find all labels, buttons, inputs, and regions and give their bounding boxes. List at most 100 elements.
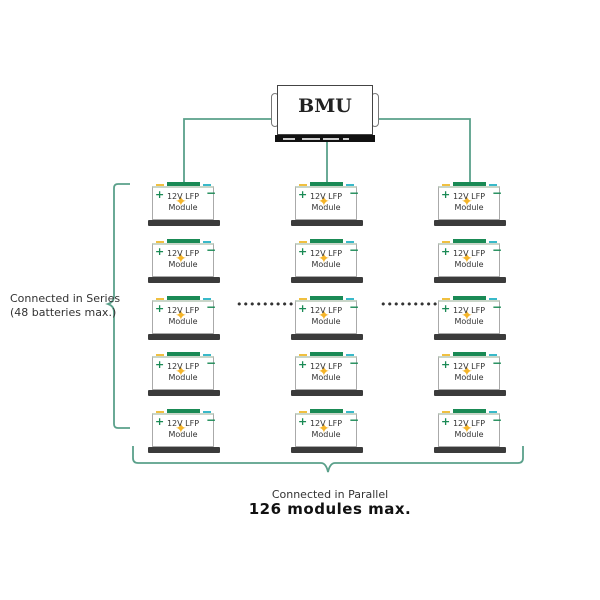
battery-body bbox=[152, 186, 214, 220]
battery-base bbox=[148, 334, 220, 340]
module-label-line1: 12V LFP bbox=[309, 249, 343, 258]
bolt-icon: ✦ bbox=[461, 194, 473, 210]
battery-base bbox=[434, 334, 506, 340]
bolt-icon: ✦ bbox=[318, 251, 330, 267]
module-label-line2: Module bbox=[168, 203, 198, 212]
module-label-line2: Module bbox=[454, 203, 484, 212]
minus-icon: − bbox=[206, 186, 217, 200]
battery-base bbox=[434, 447, 506, 453]
module-label-line2: Module bbox=[311, 260, 341, 269]
terminal-cap bbox=[310, 409, 343, 414]
terminal-cap bbox=[453, 409, 486, 414]
plus-icon: + bbox=[298, 245, 308, 258]
module-label-line2: Module bbox=[168, 260, 198, 269]
module-label-line2: Module bbox=[311, 430, 341, 439]
terminal-cap bbox=[156, 354, 164, 357]
parallel-label: Connected in Parallel bbox=[271, 488, 389, 501]
module-label-line1: 12V LFP bbox=[166, 192, 200, 201]
minus-icon: − bbox=[206, 356, 217, 370]
series-line1: Connected in Series bbox=[10, 292, 121, 305]
minus-icon: − bbox=[206, 300, 217, 314]
battery-module: + − ✦12V LFP Module bbox=[291, 237, 363, 287]
terminal-cap bbox=[346, 411, 354, 414]
module-label-line2: Module bbox=[168, 317, 198, 326]
minus-icon: − bbox=[492, 186, 503, 200]
terminal-cap bbox=[156, 241, 164, 244]
module-label-line2: Module bbox=[311, 317, 341, 326]
terminal-cap bbox=[299, 354, 307, 357]
plus-icon: + bbox=[441, 415, 451, 428]
module-label-line1: 12V LFP bbox=[166, 249, 200, 258]
terminal-cap bbox=[299, 184, 307, 187]
battery-base bbox=[148, 220, 220, 226]
battery-module: + − ✦12V LFP Module bbox=[148, 180, 220, 230]
bolt-icon: ✦ bbox=[461, 251, 473, 267]
terminal-cap bbox=[310, 239, 343, 244]
battery-body bbox=[438, 356, 500, 390]
plus-icon: + bbox=[155, 188, 165, 201]
module-label-line1: 12V LFP bbox=[309, 306, 343, 315]
terminal-cap bbox=[442, 354, 450, 357]
battery-body bbox=[152, 300, 214, 334]
minus-icon: − bbox=[492, 243, 503, 257]
terminal-cap bbox=[310, 352, 343, 357]
battery-body bbox=[438, 300, 500, 334]
terminal-cap bbox=[156, 411, 164, 414]
battery-base bbox=[148, 390, 220, 396]
minus-icon: − bbox=[206, 413, 217, 427]
terminal-cap bbox=[167, 182, 200, 187]
battery-body bbox=[295, 356, 357, 390]
bolt-icon: ✦ bbox=[175, 251, 187, 267]
bolt-icon: ✦ bbox=[318, 194, 330, 210]
terminal-cap bbox=[203, 354, 211, 357]
terminal-cap bbox=[310, 182, 343, 187]
battery-body bbox=[438, 413, 500, 447]
minus-icon: − bbox=[492, 356, 503, 370]
bolt-icon: ✦ bbox=[175, 194, 187, 210]
battery-base bbox=[291, 334, 363, 340]
battery-base bbox=[291, 390, 363, 396]
minus-icon: − bbox=[349, 300, 360, 314]
ellipsis-left: ••••••••• bbox=[236, 298, 295, 311]
ellipsis-right: ••••••••• bbox=[380, 298, 439, 311]
bolt-icon: ✦ bbox=[461, 364, 473, 380]
series-label: Connected in Series (48 batteries max.) bbox=[10, 292, 120, 320]
terminal-cap bbox=[156, 184, 164, 187]
module-label-line2: Module bbox=[168, 373, 198, 382]
module-label-line1: 12V LFP bbox=[452, 192, 486, 201]
plus-icon: + bbox=[155, 302, 165, 315]
bolt-icon: ✦ bbox=[175, 364, 187, 380]
module-label-line1: 12V LFP bbox=[452, 362, 486, 371]
battery-body bbox=[295, 186, 357, 220]
module-label-line2: Module bbox=[454, 260, 484, 269]
battery-body bbox=[152, 356, 214, 390]
terminal-cap bbox=[489, 241, 497, 244]
bolt-icon: ✦ bbox=[318, 308, 330, 324]
parallel-max: 126 modules max. bbox=[248, 500, 412, 518]
terminal-cap bbox=[203, 298, 211, 301]
minus-icon: − bbox=[349, 243, 360, 257]
bolt-icon: ✦ bbox=[175, 421, 187, 437]
battery-body bbox=[152, 243, 214, 277]
minus-icon: − bbox=[349, 356, 360, 370]
terminal-cap bbox=[203, 184, 211, 187]
wire-right bbox=[373, 118, 471, 185]
battery-base bbox=[434, 277, 506, 283]
terminal-cap bbox=[442, 241, 450, 244]
plus-icon: + bbox=[441, 302, 451, 315]
bolt-icon: ✦ bbox=[461, 421, 473, 437]
module-label-line1: 12V LFP bbox=[452, 306, 486, 315]
terminal-cap bbox=[167, 296, 200, 301]
battery-base bbox=[291, 220, 363, 226]
battery-base bbox=[148, 277, 220, 283]
